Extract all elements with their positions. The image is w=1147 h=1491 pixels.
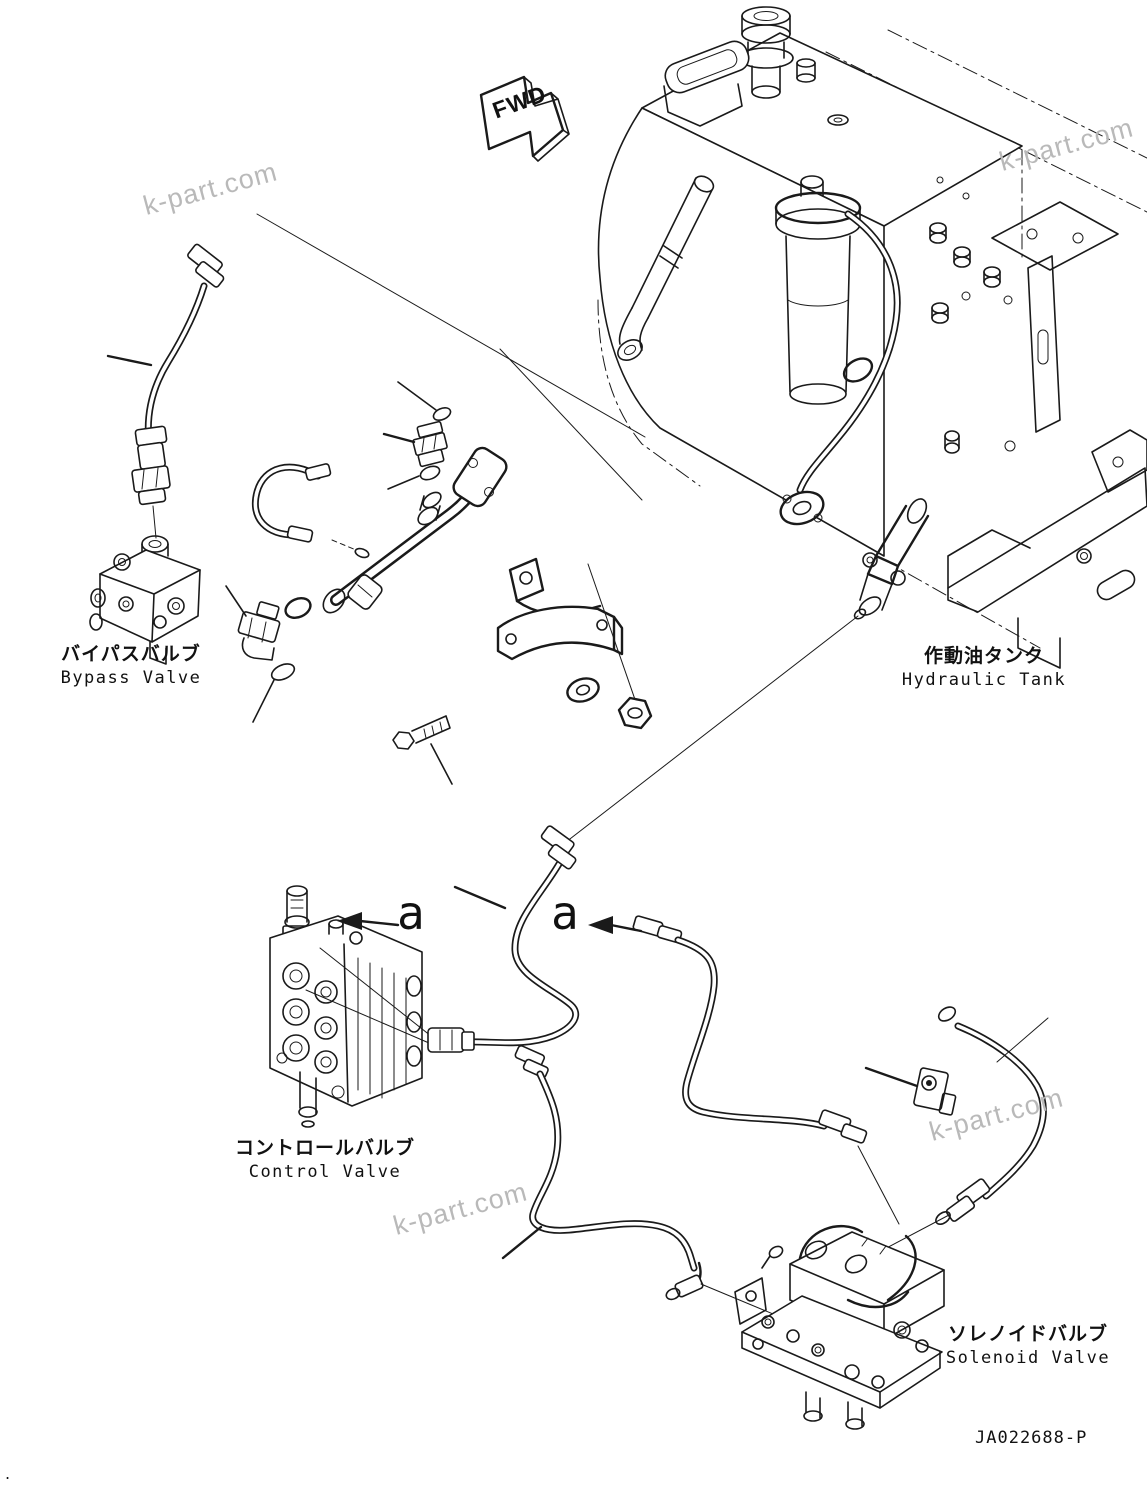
hose-lower-left	[514, 1044, 704, 1301]
tank-return-tube	[617, 175, 715, 361]
hose-middle-right	[632, 915, 868, 1144]
tank-sub-frame	[947, 429, 1147, 669]
bypass-valve-drawing	[89, 243, 225, 665]
view-marker-a2: a	[551, 886, 579, 940]
hydraulic-tank-drawing	[597, 6, 1147, 669]
tank-side-hardware	[929, 201, 1119, 454]
control-valve-drawing	[269, 885, 437, 1128]
clamp-bracket	[496, 557, 624, 661]
mounting-bolt	[392, 715, 453, 785]
view-a2-arrow-icon	[588, 916, 613, 934]
suction-tube-part	[853, 498, 930, 620]
leader-lines-upper	[256, 213, 859, 843]
hydraulic-tank-label-en: Hydraulic Tank	[901, 669, 1067, 690]
drawing-number: JA022688-P	[975, 1428, 1088, 1448]
control-valve-label-jp: コントロールバルブ	[234, 1137, 416, 1159]
hydraulic-tank-label-jp: 作動油タンク	[923, 645, 1045, 667]
tank-top-fittings	[663, 40, 970, 200]
solenoid-valve-label-en: Solenoid Valve	[945, 1347, 1111, 1368]
control-valve-label-en: Control Valve	[248, 1161, 402, 1182]
control-valve-label: コントロールバルブ Control Valve	[235, 1136, 415, 1183]
view-a1-arrow-icon	[337, 912, 362, 930]
bypass-valve-label-en: Bypass Valve	[60, 667, 202, 688]
hose-far-right	[864, 1006, 1047, 1226]
solenoid-valve-label-jp: ソレノイドバルブ	[947, 1323, 1109, 1345]
view-marker-a1: a	[397, 886, 425, 940]
view-marker-arrows	[337, 912, 643, 934]
hydraulic-tank-label: 作動油タンク Hydraulic Tank	[902, 644, 1066, 691]
hose-long-s	[427, 825, 579, 1053]
fwd-direction-arrow-icon	[479, 75, 570, 162]
bypass-valve-label: バイパスバルブ Bypass Valve	[61, 642, 202, 689]
corner-mark: .	[5, 1464, 11, 1483]
center-tube-and-fittings	[225, 381, 653, 785]
tank-filter	[774, 175, 862, 405]
hose-clamp	[864, 1066, 957, 1116]
solenoid-valve-label: ソレノイドバルブ Solenoid Valve	[946, 1322, 1110, 1369]
tank-filter-hose	[779, 210, 901, 526]
solenoid-valve-drawing	[734, 1224, 945, 1430]
bypass-valve-label-jp: バイパスバルブ	[61, 643, 201, 665]
